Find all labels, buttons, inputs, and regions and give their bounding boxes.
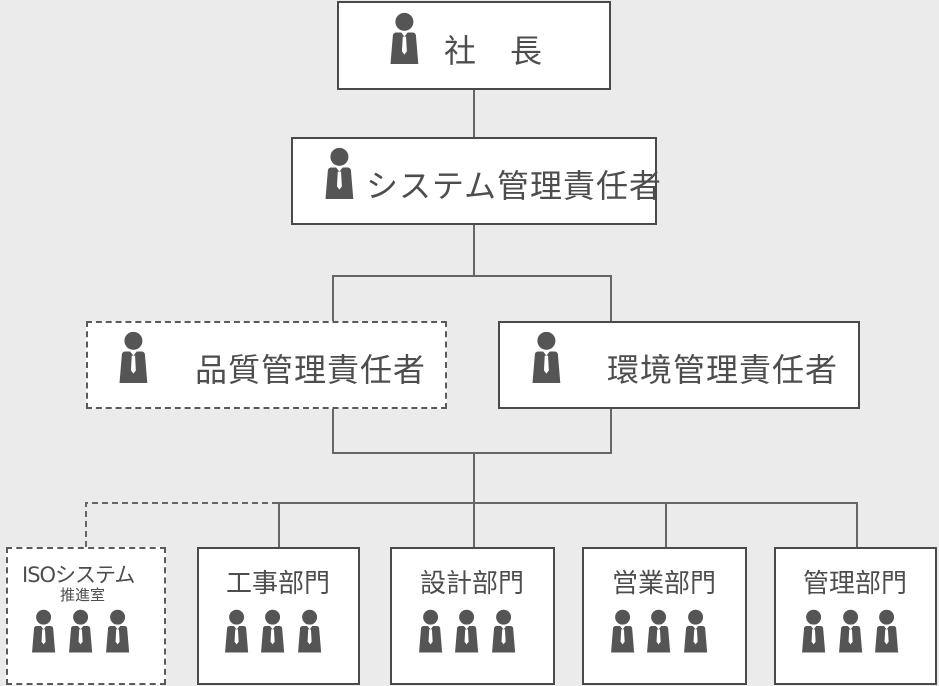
person-icon bbox=[388, 12, 421, 68]
person-icon bbox=[323, 147, 356, 203]
person-icon bbox=[645, 609, 672, 657]
person-icon bbox=[490, 609, 517, 657]
node-sales-label: 営業部門 bbox=[612, 569, 717, 599]
connector-environment-down bbox=[610, 408, 612, 454]
connector-managers-bar bbox=[332, 275, 612, 277]
person-icon bbox=[609, 609, 636, 657]
person-icon bbox=[800, 609, 827, 657]
node-iso-office-label-line2: 推進室 bbox=[60, 586, 106, 604]
node-environment-manager bbox=[498, 321, 860, 409]
connector-administration bbox=[856, 502, 858, 547]
connector-departments-bar bbox=[278, 502, 858, 504]
person-icon bbox=[873, 609, 900, 657]
connector-president-system bbox=[473, 89, 475, 137]
connector-quality-down bbox=[332, 408, 334, 454]
person-icon bbox=[453, 609, 480, 657]
node-environment-manager-label: 環境管理責任者 bbox=[607, 351, 839, 389]
node-construction bbox=[197, 547, 360, 685]
person-icon bbox=[417, 609, 444, 657]
person-icon bbox=[259, 609, 286, 657]
person-icon bbox=[837, 609, 864, 657]
node-design-label: 設計部門 bbox=[420, 569, 525, 599]
node-construction-label: 工事部門 bbox=[226, 569, 331, 599]
person-icon bbox=[223, 609, 250, 657]
person-icon bbox=[117, 331, 150, 387]
person-icon bbox=[30, 609, 57, 657]
person-icon bbox=[530, 331, 563, 387]
node-quality-manager-label: 品質管理責任者 bbox=[195, 351, 427, 389]
connector-environment-up bbox=[610, 275, 612, 322]
connector-quality-up bbox=[332, 275, 334, 322]
connector-construction bbox=[278, 502, 280, 547]
node-iso-office-label-line1: ISOシステム bbox=[22, 563, 135, 587]
node-president bbox=[337, 1, 611, 90]
node-president-label: 社 長 bbox=[444, 32, 544, 70]
node-system-manager bbox=[291, 137, 657, 225]
connector-join-departments bbox=[473, 452, 475, 503]
node-system-manager-label: システム管理責任者 bbox=[366, 167, 663, 205]
connector-managers-join bbox=[332, 452, 612, 454]
node-quality-manager bbox=[86, 321, 447, 409]
connector-sales bbox=[665, 502, 667, 547]
person-icon bbox=[682, 609, 709, 657]
connector-system-managers bbox=[473, 224, 475, 276]
node-administration-label: 管理部門 bbox=[803, 569, 908, 599]
person-icon bbox=[296, 609, 323, 657]
connector-design bbox=[473, 502, 475, 547]
person-icon bbox=[67, 609, 94, 657]
person-icon bbox=[104, 609, 131, 657]
